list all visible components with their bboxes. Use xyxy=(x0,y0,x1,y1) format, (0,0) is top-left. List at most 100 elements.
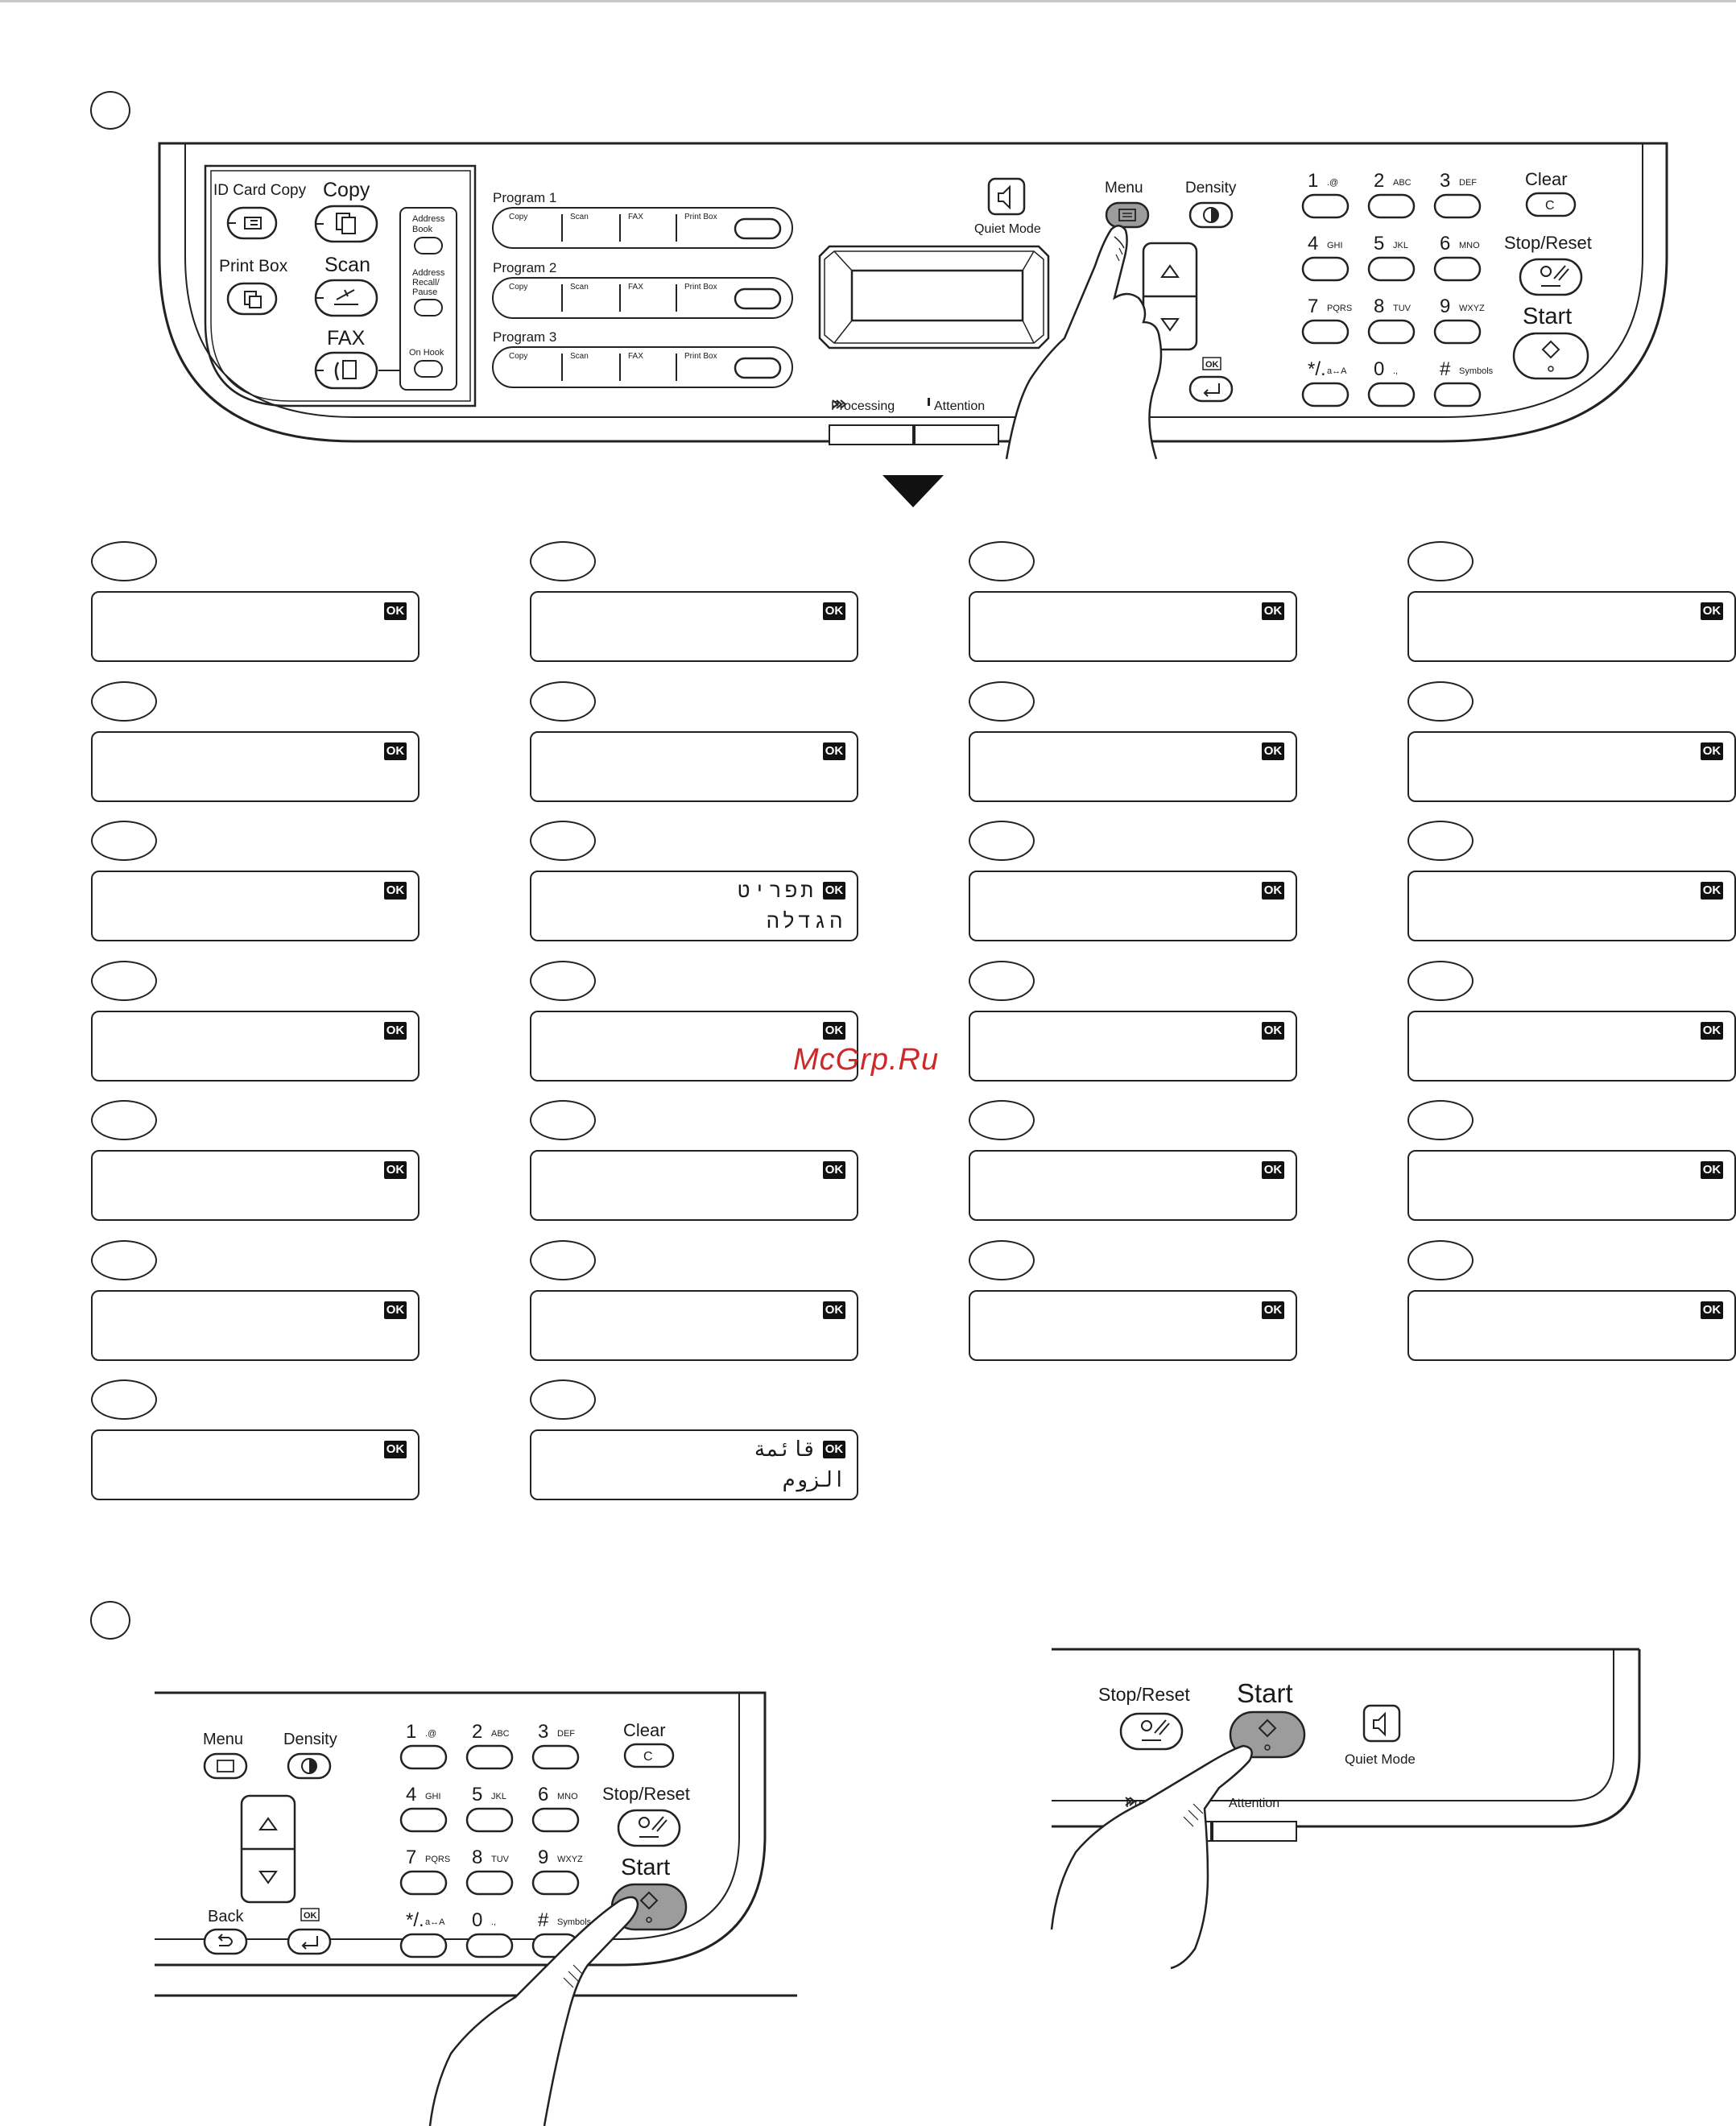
keypad-key-8[interactable] xyxy=(465,1870,514,1896)
down-arrow-icon[interactable] xyxy=(258,1871,278,1884)
keypad-key-2[interactable] xyxy=(465,1744,514,1770)
start-label-right: Start xyxy=(1237,1678,1293,1708)
keypad-key-7[interactable] xyxy=(399,1870,448,1896)
start-button-right[interactable] xyxy=(1229,1710,1306,1759)
program-slot-label: Scan xyxy=(570,213,589,221)
program-3-button[interactable] xyxy=(734,357,782,379)
keypad-key-2[interactable] xyxy=(1367,193,1416,219)
ok-badge: OK xyxy=(1701,1161,1723,1179)
scan-button[interactable] xyxy=(314,279,378,317)
fax-button[interactable] xyxy=(314,351,378,390)
start-button[interactable] xyxy=(1512,332,1589,380)
clear-button[interactable]: C xyxy=(1525,192,1577,217)
id-card-copy-button[interactable] xyxy=(226,206,278,240)
keypad-key-10[interactable] xyxy=(1301,382,1350,407)
id-card-copy-label: ID Card Copy xyxy=(213,182,307,199)
keypad-key-3[interactable] xyxy=(1433,193,1482,219)
attention-indicator xyxy=(914,424,999,445)
processing-label: Processing xyxy=(831,399,895,413)
keypad-key-1[interactable] xyxy=(399,1744,448,1770)
program-slot-label: FAX xyxy=(628,283,643,292)
keypad-key-12[interactable] xyxy=(1433,382,1482,407)
lcd-screen: OK xyxy=(1407,730,1736,802)
lcd-line-2: الزوم xyxy=(782,1468,845,1492)
print-box-button[interactable] xyxy=(226,282,278,316)
keypad-key-9[interactable] xyxy=(1433,319,1482,345)
keypad-key-8[interactable] xyxy=(1367,319,1416,345)
stop-reset-button-bottom[interactable] xyxy=(617,1809,681,1847)
step-number-oval xyxy=(1407,680,1474,722)
key-5-letters: JKL xyxy=(491,1792,506,1801)
address-book-label-line1: Address xyxy=(412,214,445,224)
density-button[interactable] xyxy=(1188,201,1234,229)
keypad-key-4[interactable] xyxy=(1301,256,1350,282)
stop-reset-button[interactable] xyxy=(1519,258,1583,296)
lcd-line-1: قائمة xyxy=(753,1437,816,1462)
keypad-key-6[interactable] xyxy=(531,1807,580,1833)
clear-button-bottom[interactable]: C xyxy=(623,1743,675,1768)
attention-label-right: Attention xyxy=(1229,1797,1279,1810)
lcd-screen: OK xyxy=(1407,1289,1736,1361)
on-hook-button[interactable] xyxy=(414,360,443,378)
key-3-number: 3 xyxy=(538,1721,548,1743)
program-3-row[interactable]: Program 3 xyxy=(492,329,793,388)
menu-button[interactable] xyxy=(1105,201,1150,229)
step-marker-1 xyxy=(90,91,130,130)
keypad-key-10[interactable] xyxy=(399,1933,448,1958)
address-recall-pause-button[interactable] xyxy=(414,299,443,316)
keypad-key-5[interactable] xyxy=(1367,256,1416,282)
keypad-key-6[interactable] xyxy=(1433,256,1482,282)
fax-icon xyxy=(334,360,357,381)
key-6-letters: MNO xyxy=(1459,241,1480,250)
program-slot-label: Copy xyxy=(509,352,527,361)
program-slot-label: FAX xyxy=(628,213,643,221)
program-slot-label: Print Box xyxy=(684,213,717,221)
keypad-key-1[interactable] xyxy=(1301,193,1350,219)
up-arrow-icon[interactable] xyxy=(1160,264,1180,278)
lcd-screen: OK xyxy=(969,1289,1297,1361)
address-book-button[interactable] xyxy=(414,237,443,254)
ok-badge: OK xyxy=(384,1021,407,1040)
keypad-key-11[interactable] xyxy=(1367,382,1416,407)
quiet-mode-button[interactable] xyxy=(987,177,1026,216)
keypad-key-9[interactable] xyxy=(531,1870,580,1896)
key-4-number: 4 xyxy=(406,1784,416,1805)
keypad-key-11[interactable] xyxy=(465,1933,514,1958)
copy-label: Copy xyxy=(323,179,370,201)
program-2-button[interactable] xyxy=(734,287,782,310)
ok-button-bottom[interactable] xyxy=(287,1928,332,1955)
clear-key-glyph: C xyxy=(643,1750,653,1764)
menu-label: Menu xyxy=(1105,180,1143,196)
keypad-key-7[interactable] xyxy=(1301,319,1350,345)
clear-label: Clear xyxy=(1525,169,1568,189)
stop-reset-button-right[interactable] xyxy=(1119,1712,1184,1751)
density-button-bottom[interactable] xyxy=(287,1752,332,1780)
down-arrow-icon[interactable] xyxy=(1160,318,1180,332)
keypad-key-4[interactable] xyxy=(399,1807,448,1833)
density-label-bottom: Density xyxy=(283,1731,337,1748)
program-1-button[interactable] xyxy=(734,217,782,240)
ok-badge: OK xyxy=(1262,1161,1284,1179)
ok-badge: OK xyxy=(1701,602,1723,620)
lcd-screen: OK xyxy=(91,1289,420,1361)
up-arrow-icon[interactable] xyxy=(258,1817,278,1830)
key-3-number: 3 xyxy=(1440,170,1450,192)
key-2-letters: ABC xyxy=(1393,178,1412,188)
quiet-mode-label-right: Quiet Mode xyxy=(1345,1752,1416,1767)
quiet-mode-button-right[interactable] xyxy=(1362,1704,1401,1743)
back-button[interactable] xyxy=(203,1928,248,1955)
step-number-oval xyxy=(969,680,1035,722)
ok-badge: OK xyxy=(1262,742,1284,760)
keypad-key-3[interactable] xyxy=(531,1744,580,1770)
program-1-row[interactable]: Program 1 xyxy=(492,190,793,249)
ok-button[interactable] xyxy=(1188,375,1234,403)
program-2-row[interactable]: Program 2 xyxy=(492,260,793,319)
key-6-number: 6 xyxy=(1440,233,1450,254)
keypad-key-5[interactable] xyxy=(465,1807,514,1833)
menu-button-bottom[interactable] xyxy=(203,1752,248,1780)
copy-button[interactable] xyxy=(314,205,378,243)
key-8-letters: TUV xyxy=(491,1855,510,1864)
